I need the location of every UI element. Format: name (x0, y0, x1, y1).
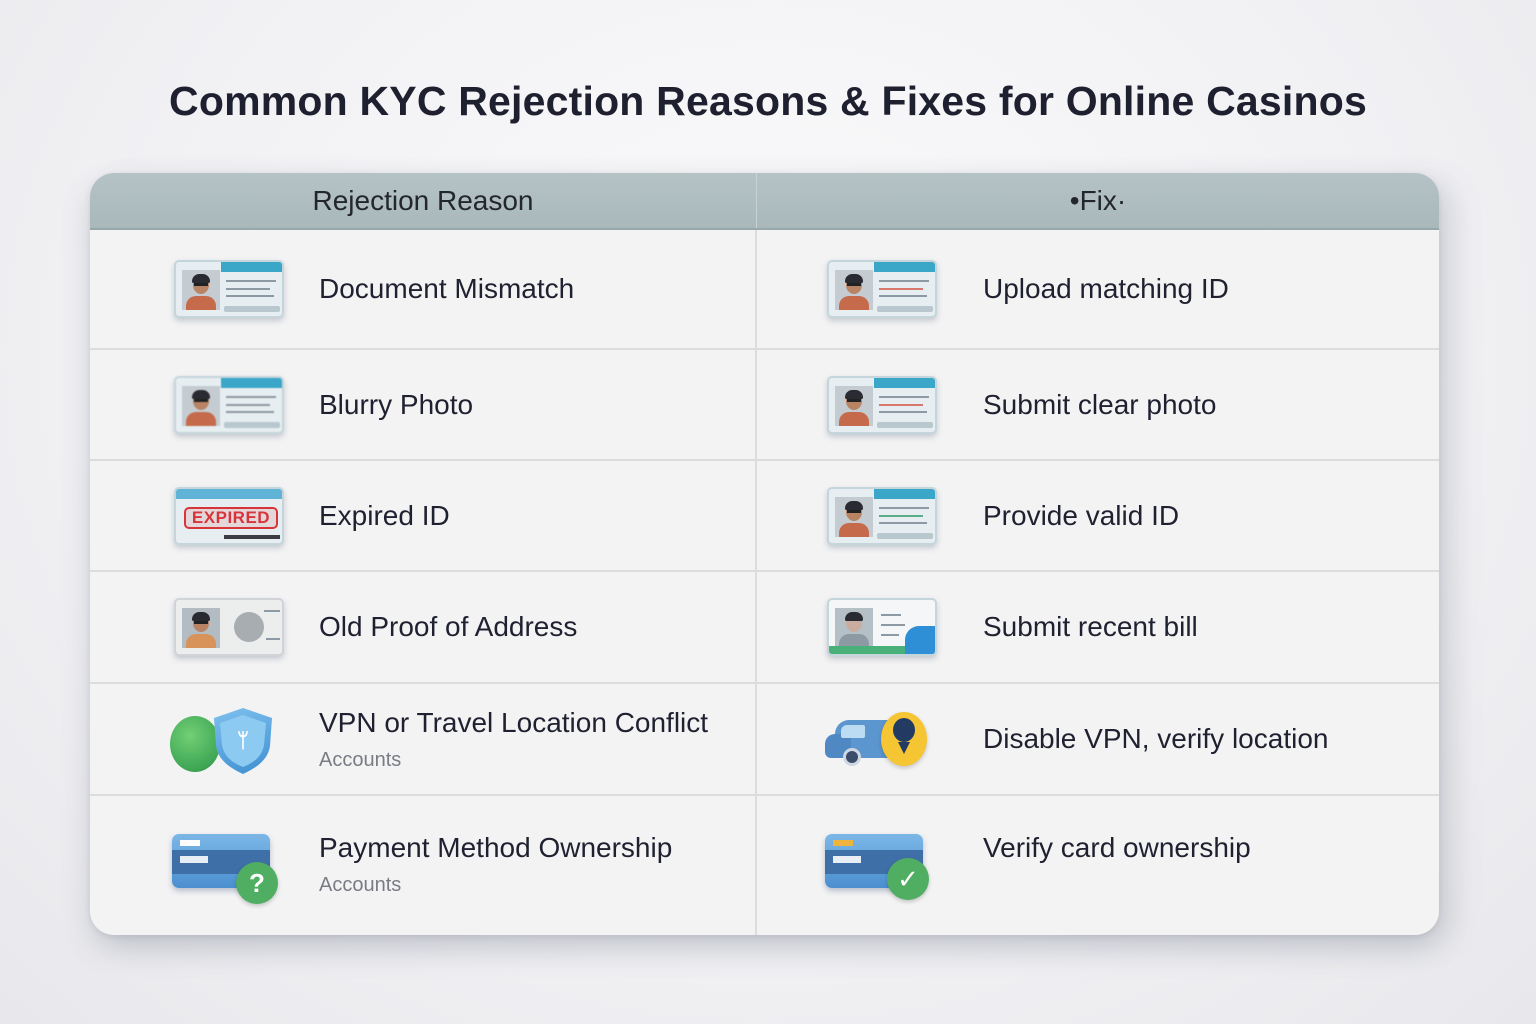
reason-text: Payment Method Ownership (319, 832, 673, 863)
reason-text: Document Mismatch (319, 273, 575, 304)
reason-cell: Blurry Photo (90, 350, 757, 459)
table-row: Old Proof of Address Submit recent bill (90, 572, 1439, 684)
globe-shield-icon: ᛘ (170, 704, 288, 774)
table-header: Rejection Reason •Fix· (90, 173, 1439, 230)
van-location-pin-icon (823, 704, 941, 774)
fix-text: Verify card ownership (983, 832, 1251, 863)
fix-cell: Disable VPN, verify location (757, 684, 1439, 794)
fix-cell: Submit recent bill (757, 572, 1439, 682)
reason-cell: EXPIRED Expired ID (90, 461, 757, 570)
table-body: Document Mismatch Upload matching ID Blu… (90, 230, 1439, 935)
fix-text: Disable VPN, verify location (983, 723, 1329, 754)
kyc-table: Rejection Reason •Fix· Document Mismatch… (90, 173, 1439, 935)
reason-text: VPN or Travel Location Conflict (319, 706, 709, 738)
fix-cell: Provide valid ID (757, 461, 1439, 570)
table-row: EXPIRED Expired ID Provide valid ID (90, 461, 1439, 572)
reason-text: Old Proof of Address (319, 611, 578, 642)
credit-card-question-icon: ? (170, 828, 288, 904)
fix-text: Submit clear photo (983, 388, 1217, 420)
table-row: Blurry Photo Submit clear photo (90, 350, 1439, 461)
column-header-fix: •Fix· (1069, 184, 1127, 216)
fix-cell: ✓ Verify card ownership (757, 796, 1439, 935)
fix-text: Provide valid ID (983, 499, 1180, 531)
checkmark-badge-icon: ✓ (887, 858, 929, 900)
table-row: ? Payment Method Ownership Accounts ✓ Ve… (90, 796, 1439, 935)
blurry-id-card-icon (170, 370, 288, 440)
globe-icon (170, 716, 220, 772)
expired-id-card-icon: EXPIRED (170, 481, 288, 551)
location-pin-icon (881, 712, 927, 766)
id-card-icon (823, 370, 941, 440)
question-badge-icon: ? (236, 862, 278, 904)
reason-text: Expired ID (319, 499, 450, 531)
page-title: Common KYC Rejection Reasons & Fixes for… (169, 78, 1367, 124)
id-card-icon (823, 254, 941, 324)
table-row: Document Mismatch Upload matching ID (90, 230, 1439, 350)
fix-text: Upload matching ID (983, 273, 1229, 304)
table-row: ᛘ VPN or Travel Location Conflict Accoun… (90, 684, 1439, 796)
column-header-rejection-reason: Rejection Reason (90, 173, 757, 228)
utility-bill-icon (823, 592, 941, 662)
credit-card-check-icon: ✓ (823, 828, 941, 900)
reason-category: Accounts (319, 874, 402, 896)
old-address-document-icon (170, 592, 288, 662)
reason-cell: ᛘ VPN or Travel Location Conflict Accoun… (90, 684, 757, 794)
id-card-icon (170, 254, 288, 324)
fix-cell: Submit clear photo (757, 350, 1439, 459)
reason-cell: Document Mismatch (90, 230, 757, 348)
reason-text: Blurry Photo (319, 388, 474, 420)
id-card-icon (823, 481, 941, 551)
expired-stamp: EXPIRED (184, 506, 278, 529)
reason-category: Accounts (319, 748, 402, 771)
reason-cell: Old Proof of Address (90, 572, 757, 682)
fix-cell: Upload matching ID (757, 230, 1439, 348)
reason-cell: ? Payment Method Ownership Accounts (90, 796, 757, 935)
fix-text: Submit recent bill (983, 611, 1198, 642)
